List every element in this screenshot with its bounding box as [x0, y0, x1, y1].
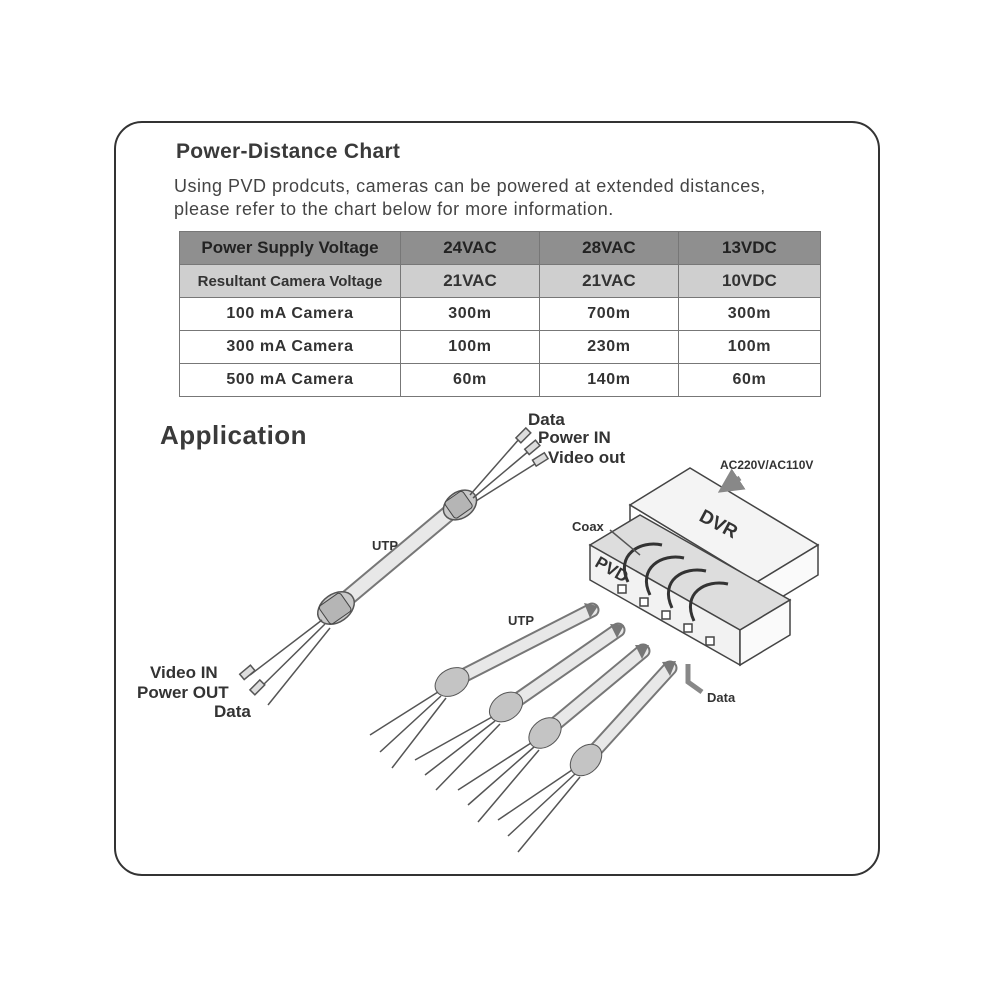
balun-top-icon — [442, 489, 478, 521]
table-cell: 140m — [538, 363, 679, 397]
ac-arrow-icon — [717, 468, 746, 493]
label-power-out: Power OUT — [137, 683, 229, 702]
data-arrow-icon — [685, 664, 704, 695]
table-cell: 300 mA Camera — [179, 330, 401, 364]
label-data-right: Data — [707, 690, 736, 705]
utp-cable-left — [329, 499, 464, 615]
description: Using PVD prodcuts, cameras can be power… — [174, 175, 766, 221]
pigtail-top — [469, 426, 550, 502]
coax-pointer — [609, 529, 641, 556]
label-utp-left: UTP — [372, 538, 398, 553]
balun-bottom-icon — [317, 591, 355, 625]
description-line-1: Using PVD prodcuts, cameras can be power… — [174, 176, 766, 196]
table-cell: 300m — [400, 297, 540, 331]
chart-title: Power-Distance Chart — [176, 140, 401, 163]
label-coax: Coax — [572, 519, 604, 534]
table-header-cell: Power Supply Voltage — [179, 231, 401, 265]
table-header-cell: 28VAC — [538, 231, 679, 265]
table-cell: 100m — [400, 330, 540, 364]
utp-channel — [497, 660, 678, 853]
table-subheader-cell: Resultant Camera Voltage — [179, 264, 401, 298]
table-subheader-cell: 21VAC — [538, 264, 679, 298]
table-cell: 300m — [677, 297, 822, 331]
table-subheader-cell: 10VDC — [677, 264, 822, 298]
utp-channel — [457, 643, 651, 823]
utp-channel — [369, 602, 600, 769]
table-header-row: Power Supply Voltage 24VAC 28VAC 13VDC — [179, 231, 822, 265]
label-video-out: Video out — [548, 448, 626, 467]
label-data-top: Data — [528, 410, 565, 429]
label-ac-input: AC220V/AC110V — [720, 458, 814, 472]
table-cell: 230m — [538, 330, 679, 364]
table-cell: 100 mA Camera — [179, 297, 401, 331]
table-row: 500 mA Camera 60m 140m 60m — [179, 363, 822, 397]
label-power-in: Power IN — [538, 428, 611, 447]
application-title: Application — [160, 420, 308, 450]
label-data-bottom: Data — [214, 702, 251, 721]
table-cell: 100m — [677, 330, 822, 364]
pigtail-bottom — [238, 619, 331, 706]
table-cell: 60m — [400, 363, 540, 397]
utp-channel — [414, 622, 626, 791]
label-utp-right: UTP — [508, 613, 534, 628]
table-subheader-cell: 21VAC — [400, 264, 540, 298]
table-row: 300 mA Camera 100m 230m 100m — [179, 330, 822, 364]
table-cell: 500 mA Camera — [179, 363, 401, 397]
table-cell: 60m — [677, 363, 822, 397]
table-header-cell: 24VAC — [400, 231, 540, 265]
coax-cables — [622, 542, 729, 622]
table-header-cell: 13VDC — [677, 231, 822, 265]
table-subheader-row: Resultant Camera Voltage 21VAC 21VAC 10V… — [179, 264, 822, 298]
power-distance-table: Power Supply Voltage 24VAC 28VAC 13VDC R… — [179, 231, 822, 397]
description-line-2: please refer to the chart below for more… — [174, 199, 614, 219]
label-video-in: Video IN — [150, 663, 218, 682]
